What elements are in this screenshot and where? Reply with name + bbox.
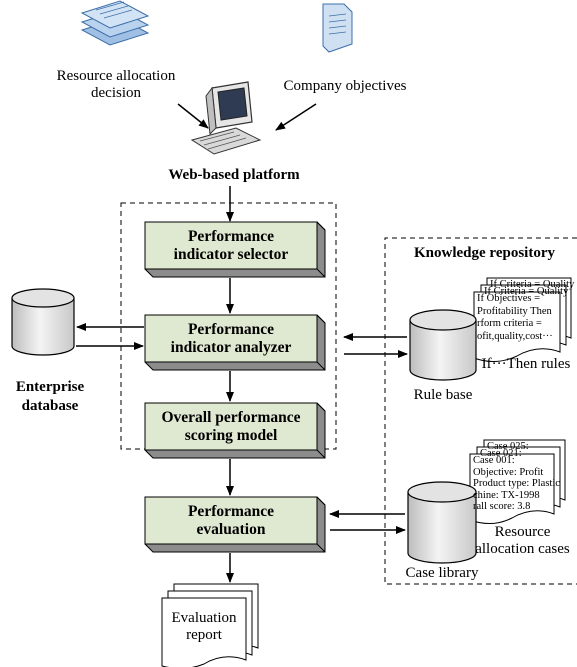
- case-card-back1-text: Case 021:: [480, 448, 522, 459]
- rule-cards-label: If···Then rules: [481, 356, 571, 372]
- knowledge-repository-title: Knowledge repository: [414, 245, 555, 261]
- rule-base-label: Rule base: [413, 387, 473, 403]
- case-cards-label: Resource allocation cases: [475, 524, 570, 557]
- selector-box: [144, 221, 326, 278]
- case-library-label: Case library: [405, 565, 479, 581]
- case-cards: [469, 439, 566, 524]
- company-objectives-label: Company objectives: [283, 78, 407, 94]
- rule-card-back1-text: If Criteria = Quality: [484, 286, 569, 297]
- scoring-box: [144, 402, 326, 459]
- platform-label: Web-based platform: [168, 167, 300, 183]
- case-card-back2-text: Case 025:: [487, 441, 529, 452]
- case-library-cylinder: [407, 481, 477, 564]
- evaluation-box: [144, 496, 326, 553]
- stacked-documents-icon: [80, 0, 150, 46]
- analyzer-box: [144, 314, 326, 371]
- rule-card-back2-text: If Criteria = Quality: [490, 279, 575, 290]
- computer-icon: [190, 81, 262, 155]
- rule-base-cylinder: [409, 309, 477, 381]
- enterprise-database-cylinder: [11, 288, 75, 356]
- document-icon: [322, 3, 353, 53]
- knowledge-repository-boundary: [384, 237, 577, 585]
- rule-card-front-text: If Objectives = Profitability Then rform…: [477, 293, 553, 342]
- arrow-objectives-to-platform: [275, 103, 317, 131]
- case-card-front-text: Case 001: Objective: Profit Product type…: [473, 455, 560, 512]
- rule-cards: [473, 277, 572, 362]
- arrow-decision-to-platform: [177, 103, 209, 129]
- resource-decision-label: Resource allocation decision: [56, 68, 176, 101]
- report-document-stack: [161, 583, 259, 667]
